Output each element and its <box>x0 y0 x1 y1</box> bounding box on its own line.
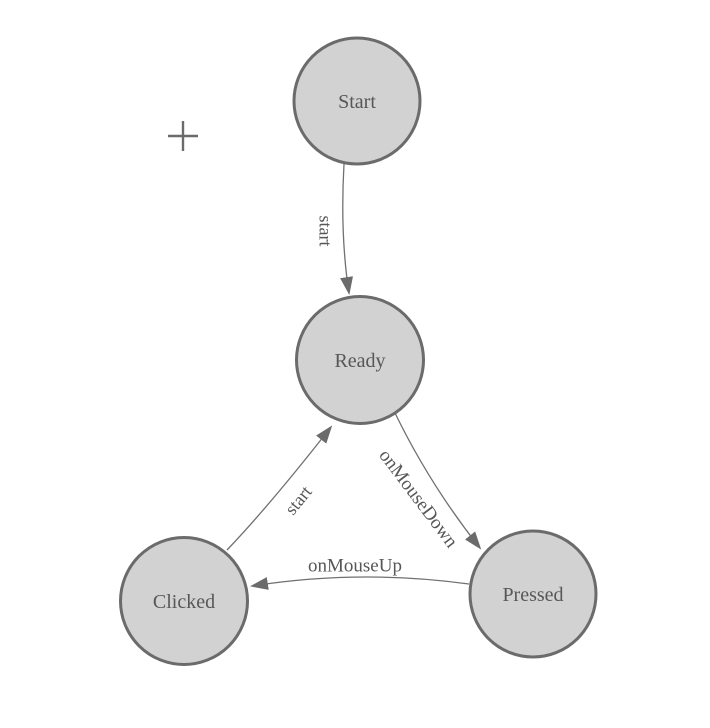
transition-label-start-2[interactable]: start <box>281 482 316 519</box>
state-node-start: Start <box>292 36 422 166</box>
edge-start-to-ready: start <box>316 163 353 295</box>
transition-label-onmousedown[interactable]: onMouseDown <box>374 446 462 553</box>
state-label-pressed: Pressed <box>502 584 563 606</box>
transition-path-start-to-ready[interactable] <box>340 163 353 295</box>
state-label-ready: Ready <box>334 350 385 372</box>
edge-pressed-to-clicked: onMouseUp <box>250 556 470 590</box>
crosshair-plus-icon <box>168 121 198 151</box>
state-label-start: Start <box>338 91 376 113</box>
state-label-clicked: Clicked <box>153 591 215 613</box>
state-node-clicked: Clicked <box>119 536 249 666</box>
state-circle-start[interactable] <box>292 36 422 166</box>
transition-path-clicked-to-ready[interactable] <box>226 425 333 551</box>
state-circle-clicked[interactable] <box>119 536 249 666</box>
transition-label-onmouseup[interactable]: onMouseUp <box>308 556 402 577</box>
edge-ready-to-pressed: onMouseDown <box>374 412 482 553</box>
transition-path-ready-to-pressed[interactable] <box>394 412 482 550</box>
transition-path-pressed-to-clicked[interactable] <box>250 576 470 590</box>
edge-clicked-to-ready: start <box>226 425 333 551</box>
state-node-pressed: Pressed <box>468 529 598 659</box>
state-circle-pressed[interactable] <box>468 529 598 659</box>
transition-label-start[interactable]: start <box>316 216 336 247</box>
state-node-ready: Ready <box>295 295 425 425</box>
state-circle-ready[interactable] <box>295 295 425 425</box>
